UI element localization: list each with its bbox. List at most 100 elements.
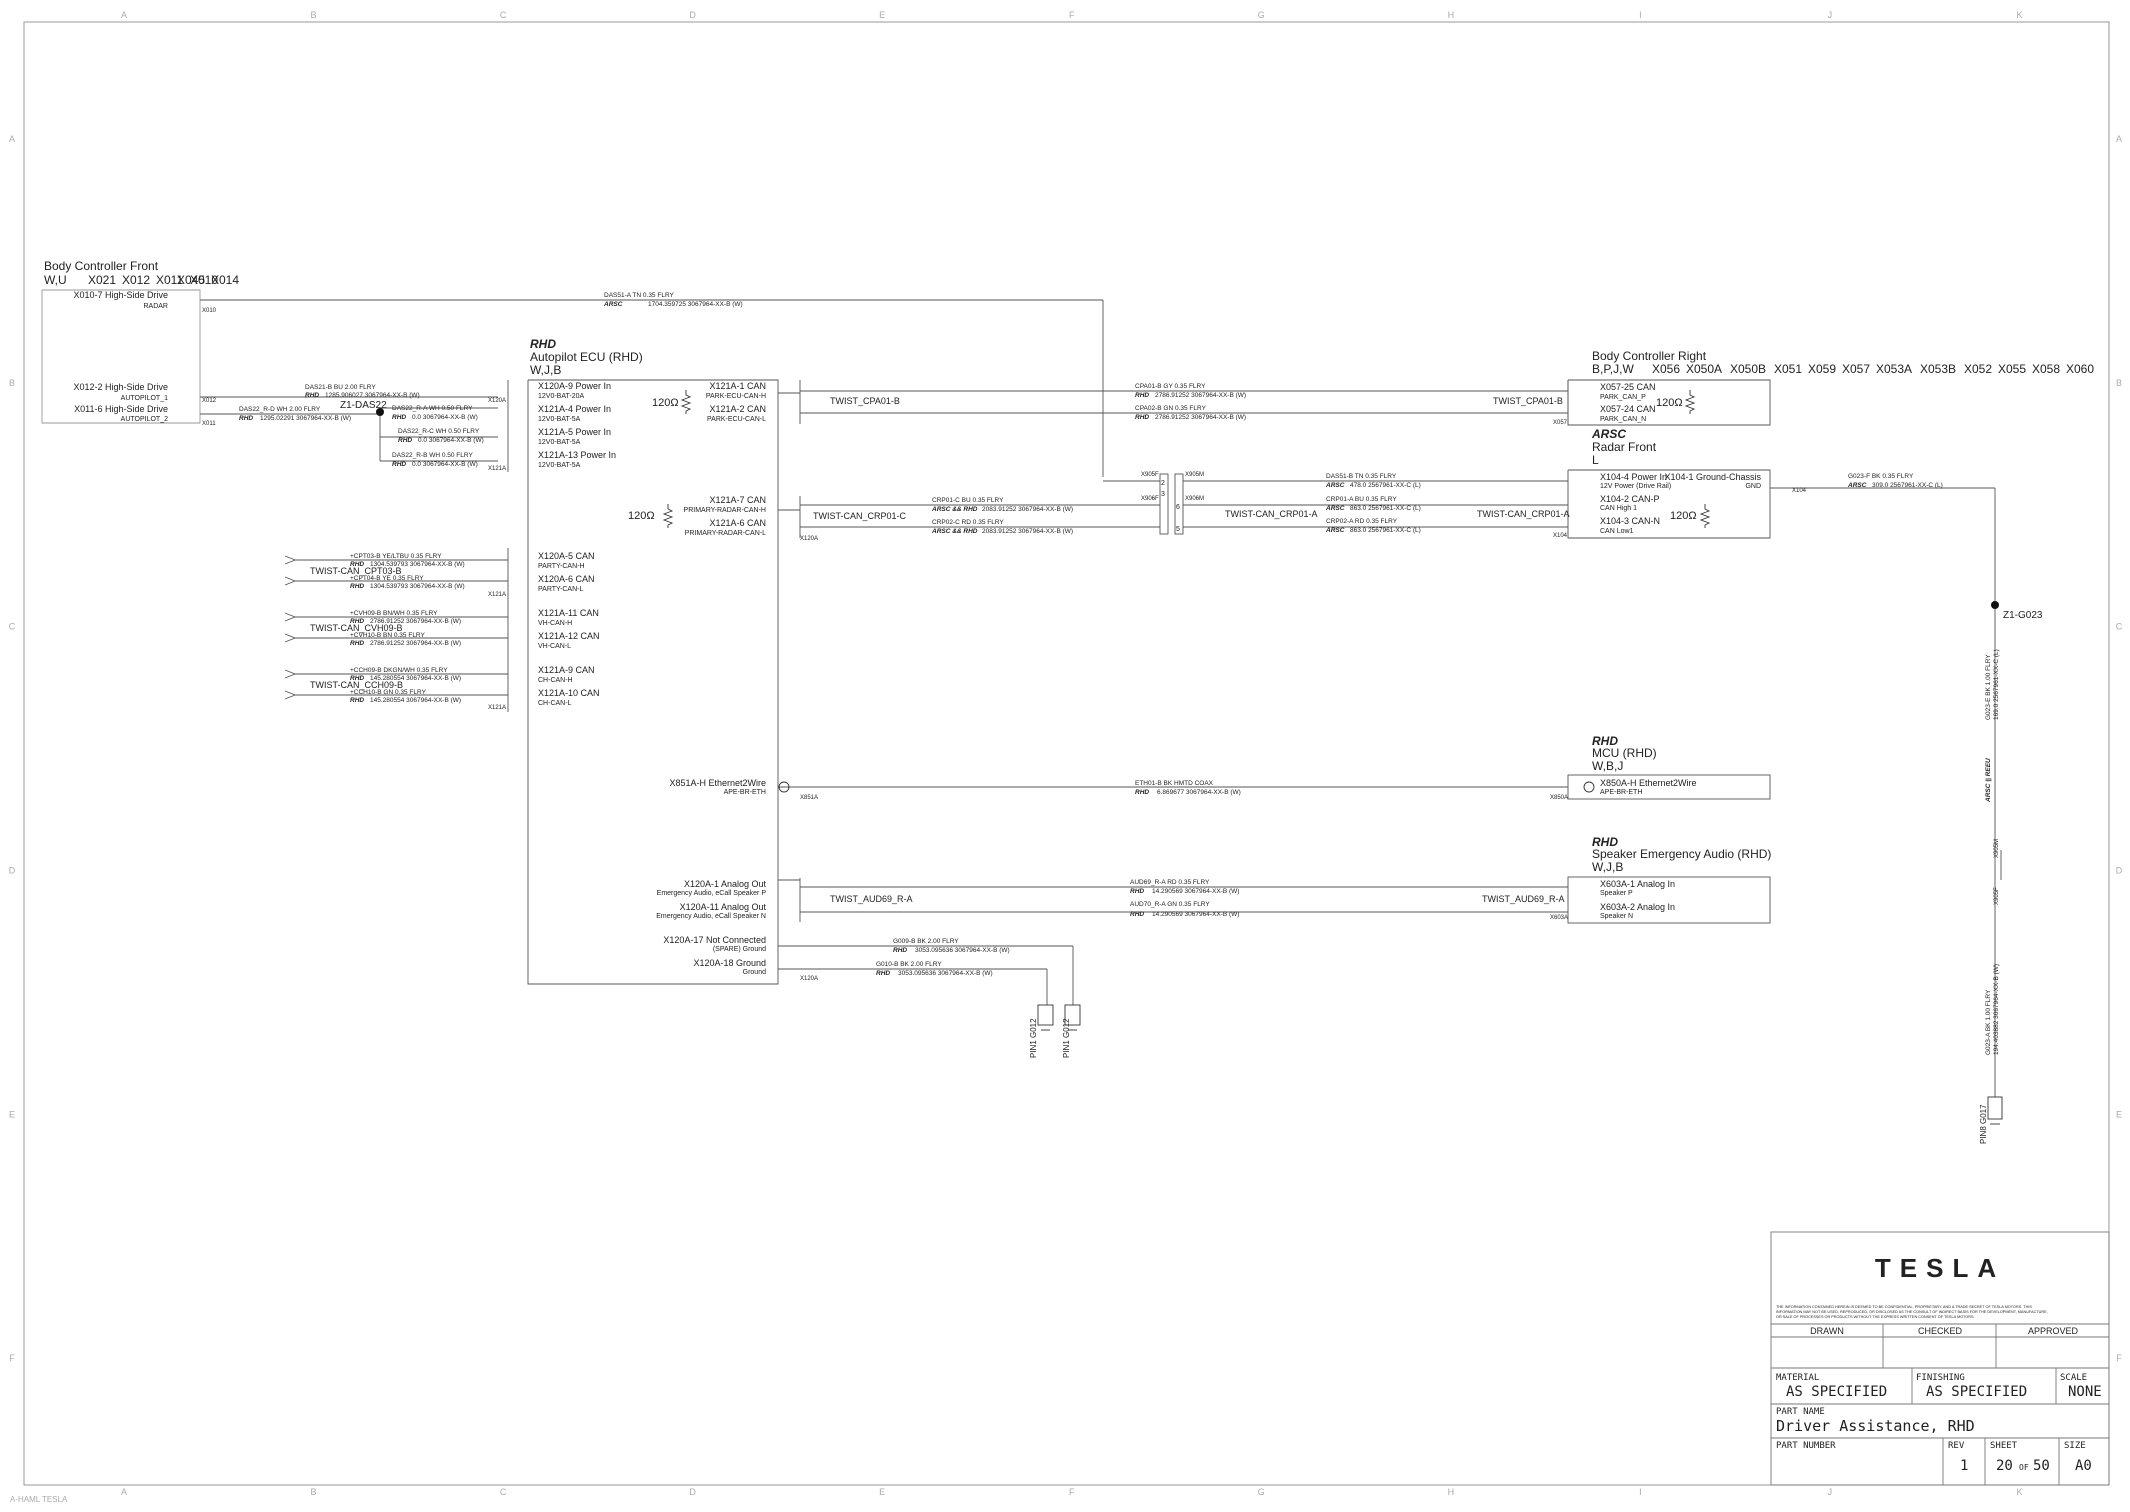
tb-part-number-label: PART NUMBER <box>1776 1441 1836 1451</box>
ecu-can-l-3: X121A-11 CAN <box>538 608 599 618</box>
wire-cch09b-cond: RHD <box>350 675 364 682</box>
ecu-conn-7: X120A <box>800 976 818 982</box>
wire-crp02c-pn: 2083.91252 3067964-XX-B (W) <box>982 528 1073 535</box>
grid-row-right-B: B <box>2116 378 2122 388</box>
bcr-conn-12: X060 <box>2066 362 2094 376</box>
bcf-pin-1-sig: RADAR <box>143 303 168 310</box>
grid-col-I: I <box>1639 10 1642 20</box>
tb-finishing: AS SPECIFIED <box>1926 1384 2027 1400</box>
grid-row-right-D: D <box>2116 866 2123 876</box>
wire-das22rc-cond: RHD <box>398 437 412 444</box>
ecu-power-4-sig: 12V0-BAT-5A <box>538 462 581 469</box>
twist-crp01c: TWIST-CAN_CRP01-C <box>813 511 907 521</box>
ecu-conn-5: X121A <box>488 705 506 711</box>
ground-g012-a: PIN1 G012 <box>1029 1018 1038 1058</box>
spk-pin-2: X603A-2 Analog In <box>1600 902 1675 912</box>
wire-eth01b-pn: 6.869677 3067964-XX-B (W) <box>1157 789 1241 796</box>
bcf-pin-2-sig: AUTOPILOT_1 <box>121 395 168 402</box>
ecu-can-r-2-sig: PARK-ECU-CAN-L <box>707 416 766 423</box>
wire-cch09b: +CCH09-B DKGN/WH 0.35 FLRY <box>350 667 448 674</box>
ecu-gnd-2-sig: Ground <box>743 969 766 976</box>
mcu-cond: RHD <box>1592 734 1618 748</box>
wire-das22rb-pn: 0.0 3067964-XX-B (W) <box>412 461 478 468</box>
grid-col-bottom-E: E <box>879 1487 885 1497</box>
tb-sheet: 20 <box>1996 1458 2013 1474</box>
ground-symbols <box>778 781 2003 1125</box>
wire-crp01c-cond: ARSC && RHD <box>931 506 978 513</box>
ecu-conn-6: X851A <box>800 795 818 801</box>
harness-arrows <box>284 555 297 700</box>
wire-eth01b-cond: RHD <box>1135 789 1149 796</box>
wire-cpa01b: CPA01-B GY 0.35 FLRY <box>1135 383 1206 390</box>
wire-lines <box>41 289 2002 1097</box>
wire-cpt04b: +CPT04-B YE 0.35 FLRY <box>350 575 424 582</box>
tb-notice-1: THE INFORMATION CONTAINED HEREIN IS DEEM… <box>1776 1305 2032 1309</box>
tb-scale: NONE <box>2068 1384 2102 1400</box>
wire-das22rd-cond: RHD <box>239 415 253 422</box>
inline-x905f-v: X905F <box>1994 887 2000 905</box>
wire-g010b-pn: 3053.095636 3067964-XX-B (W) <box>898 970 993 977</box>
inline-pin-5: 5 <box>1176 526 1180 533</box>
ecu-can-l-4: X121A-12 CAN <box>538 631 600 641</box>
bcr-conn-9: X052 <box>1964 362 1992 376</box>
spk-title: Speaker Emergency Audio (RHD) <box>1592 847 1771 861</box>
bcf-pin-3: X011-6 High-Side Drive <box>74 404 168 414</box>
twist-cvh09: TWIST-CAN_CVH09-B <box>310 623 403 633</box>
bcr-conn-3: X050B <box>1730 362 1766 376</box>
wire-g023a: G023-A BK 1.00 FLRY <box>1985 989 1992 1055</box>
grid-row-right-F: F <box>2116 1353 2122 1363</box>
inline-x905m-v: X905M <box>1994 839 2000 858</box>
grid-col-bottom-I: I <box>1639 1487 1642 1497</box>
tb-part-name-label: PART NAME <box>1776 1407 1825 1417</box>
ecu-power-4: X121A-13 Power In <box>538 450 616 460</box>
wire-das22ra: DAS22_R-A WH 0.50 FLRY <box>392 405 473 412</box>
wire-das51a-cond: ARSC <box>603 301 623 308</box>
grid-col-G: G <box>1258 10 1265 20</box>
bcf-conn-3: X011 <box>156 273 183 287</box>
grid-col-E: E <box>879 10 885 20</box>
bcf-config: W,U <box>44 273 67 287</box>
wire-g023f: G023-F BK 0.35 FLRY <box>1848 473 1914 480</box>
ecu-power-1: X120A-9 Power In <box>538 381 611 391</box>
ground-g012-b: PIN1 G012 <box>1062 1018 1071 1058</box>
ecu-config: W,J,B <box>530 363 561 377</box>
tb-sheets: 50 <box>2033 1458 2050 1474</box>
wire-cch09b-pn: 145.280554 3067964-XX-B (W) <box>370 675 461 682</box>
splice-g023 <box>1991 601 1999 609</box>
tb-size-label: SIZE <box>2064 1441 2086 1451</box>
wire-das22ra-cond: RHD <box>392 414 406 421</box>
tb-part-name: Driver Assistance, RHD <box>1776 1417 1975 1435</box>
twist-cpa01-right: TWIST_CPA01-B <box>1493 396 1563 406</box>
ecu-eth: X851A-H Ethernet2Wire <box>669 778 766 788</box>
radar-pin-2: X104-1 Ground-Chassis <box>1664 472 1761 482</box>
resistor-label-3: 120Ω <box>1656 397 1683 409</box>
wire-crp01c-pn: 2083.91252 3067964-XX-B (W) <box>982 506 1073 513</box>
ecu-gnd-1-sig: (SPARE) Ground <box>713 946 766 953</box>
wire-das51b-pn: 478.0 2567961-XX-C (L) <box>1350 482 1421 489</box>
wire-das22rd: DAS22_R-D WH 2.00 FLRY <box>239 406 321 413</box>
inline-x905f: X905F <box>1141 472 1159 478</box>
ecu-conn-4: X121A <box>488 592 506 598</box>
bcr-conn-11: X058 <box>2032 362 2060 376</box>
radar-pin-1-sig: 12V Power (Drive Rail) <box>1600 483 1671 490</box>
mcu-conn-label: X850A <box>1550 795 1568 801</box>
ecu-conn-2: X121A <box>488 466 506 472</box>
wire-cch10b-pn: 145.280554 3067964-XX-B (W) <box>370 697 461 704</box>
grid-row-right-C: C <box>2116 622 2123 632</box>
inline-x905m: X905M <box>1185 472 1204 478</box>
radar-conn-label: X104 <box>1553 533 1568 539</box>
wire-das51b-cond: ARSC <box>1325 482 1345 489</box>
bcr-conn-10: X055 <box>1998 362 2026 376</box>
bcr-conn-6: X057 <box>1842 362 1870 376</box>
mcu-title: MCU (RHD) <box>1592 746 1657 760</box>
ecu-power-2-sig: 12V0-BAT-5A <box>538 416 581 423</box>
ecu-can-l-6: X121A-10 CAN <box>538 688 600 698</box>
bcr-conn-4: X051 <box>1774 362 1802 376</box>
grid-col-H: H <box>1448 10 1455 20</box>
grid-col-A: A <box>121 10 127 20</box>
wire-cpt04b-cond: RHD <box>350 583 364 590</box>
ecu-can-r-4: X121A-6 CAN <box>709 518 766 528</box>
